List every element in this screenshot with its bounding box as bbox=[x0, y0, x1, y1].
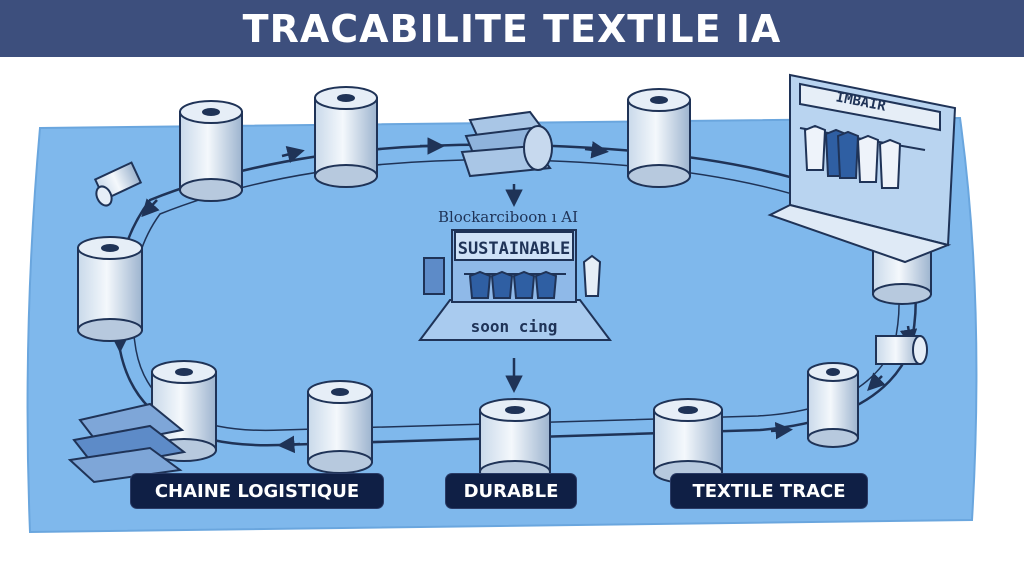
fabric-roll-icon bbox=[627, 88, 691, 188]
clothing-store bbox=[767, 73, 957, 264]
label-durable: DURABLE bbox=[446, 474, 576, 508]
booth-banner: SUSTAINABLE bbox=[458, 239, 571, 259]
fabric-roll-icon bbox=[314, 86, 378, 188]
small-roll-icon bbox=[875, 335, 928, 365]
folded-fabric-icon bbox=[460, 110, 553, 178]
folded-fabric-icon bbox=[67, 402, 187, 484]
label-textile-trace: TEXTILE TRACE bbox=[671, 474, 867, 508]
fabric-roll-icon bbox=[807, 362, 859, 448]
fabric-roll-icon bbox=[653, 398, 723, 484]
fabric-roll-icon bbox=[77, 236, 143, 342]
fabric-roll-icon bbox=[179, 100, 243, 202]
label-chaine-logistique: CHAINE LOGISTIQUE bbox=[131, 474, 383, 508]
title-bar: TRACABILITE TEXTILE IA bbox=[0, 0, 1024, 57]
sustainable-booth bbox=[418, 229, 612, 341]
page-title: TRACABILITE TEXTILE IA bbox=[242, 6, 782, 51]
booth-floor-text: soon cing bbox=[471, 317, 558, 336]
small-roll-icon bbox=[93, 161, 143, 207]
center-caption: Blockarciboon ı AI bbox=[438, 208, 578, 226]
supply-chain-illustration: SUSTAINABLE soon cing Blockarciboon ı AI… bbox=[26, 73, 978, 534]
fabric-roll-icon bbox=[307, 380, 373, 474]
fabric-roll-icon bbox=[479, 398, 551, 484]
